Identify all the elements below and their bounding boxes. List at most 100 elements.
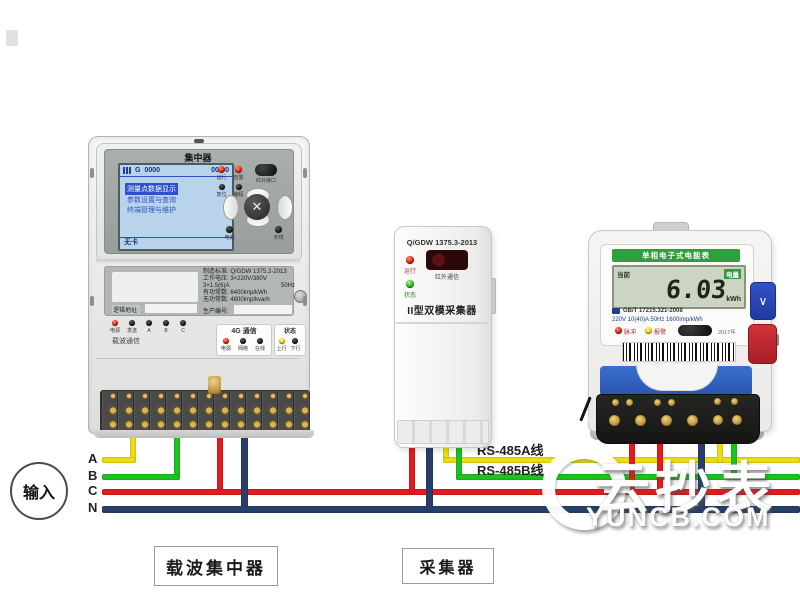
- wire-n-vertical: [241, 420, 248, 511]
- barcode: [622, 342, 736, 362]
- trip-button[interactable]: [748, 324, 777, 364]
- side-clip-right-top: [303, 168, 307, 178]
- nameplate-line3: 3×1.5(6)A 50Hz: [203, 283, 295, 289]
- meter-standard-row: GB/T 17215.321-2008: [612, 308, 742, 314]
- terminal-screw-large: [732, 415, 742, 425]
- wire-c-vertical: [217, 420, 223, 494]
- corner-mark: [6, 30, 18, 46]
- comm-4g-label: 4G 通信: [231, 328, 257, 335]
- rs485b-vertical: [456, 430, 462, 480]
- carrier-led-a: [146, 320, 152, 326]
- lcd-right-label: 电量: [724, 269, 741, 279]
- nameplate-text: 制造标准: Q/GDW 1375.2-2013 工作电压: 3×220V/380…: [203, 269, 295, 304]
- nameplate-line2: 工作电压: 3×220V/380V: [203, 276, 267, 282]
- mini-led-down-label: 下行: [290, 346, 301, 352]
- terminal-screw: [612, 399, 619, 406]
- g4-led-power-label: 电源: [220, 346, 231, 352]
- side-clip-left-bottom: [90, 296, 94, 306]
- wire-c-bus: [102, 489, 800, 495]
- carrier-led-a-label: A: [147, 328, 151, 334]
- phase-a-label: A: [88, 451, 98, 466]
- nameplate-line4: 有功常数: 6400imp/kWh: [203, 290, 268, 296]
- meter-wire-c2: [657, 418, 663, 494]
- reset-button[interactable]: [219, 184, 225, 190]
- carrier-led-b-label: B: [164, 328, 168, 334]
- serial-box: [234, 305, 292, 314]
- meter-alarm-label: 报警: [654, 330, 667, 336]
- concentrator-title: 集中器: [184, 153, 212, 163]
- collector-standard: Q/GDW 1375.3-2013: [406, 238, 478, 247]
- g4-led-net: [240, 338, 246, 344]
- terminal-screw-large: [713, 415, 723, 425]
- mini-led-up: [279, 338, 285, 344]
- nav-ok-button[interactable]: ✕: [244, 194, 270, 220]
- program-button-label: 编程: [233, 192, 244, 198]
- pulse-led-label: 脉冲: [624, 330, 637, 336]
- carrier-comm-label: 载波通信: [112, 338, 140, 345]
- antenna-dot: [275, 226, 282, 233]
- concentrator-base: [94, 430, 314, 438]
- wire-a-vertical: [130, 420, 136, 462]
- collector-seam: [396, 322, 488, 324]
- screen-menu-item3[interactable]: 终端管理与维护: [127, 207, 176, 214]
- collector-run-led: [406, 256, 414, 264]
- logic-address-box: [145, 304, 197, 313]
- screen-menu-selected[interactable]: 测量点数据显示: [125, 183, 178, 195]
- terminal-screw-large: [687, 415, 698, 426]
- program-button[interactable]: [236, 184, 242, 190]
- meter-lcd: 当前 电量 6.03 kWh: [612, 265, 746, 309]
- collector-tag-label: 采集器: [419, 560, 477, 577]
- pulse-led: [615, 327, 622, 334]
- concentrator-tag-label: 载波集中器: [166, 558, 266, 578]
- carrier-led-tx: [129, 320, 135, 326]
- meter-wire-n: [698, 416, 705, 511]
- wire-b-horizontal: [102, 474, 180, 480]
- carrier-led-c-label: C: [181, 328, 185, 334]
- nav-right-button[interactable]: [277, 195, 293, 220]
- meter-year: 2017年: [718, 330, 736, 336]
- concentrator-tag: 载波集中器: [154, 546, 278, 586]
- reset-button-label: 复位: [216, 192, 227, 198]
- nameplate-window: [112, 272, 198, 302]
- carrier-led-b: [163, 320, 169, 326]
- collector-status-led: [406, 280, 414, 288]
- input-label: 输入: [22, 485, 55, 502]
- alarm-yellow-led: [645, 327, 652, 334]
- terminal-screw: [714, 398, 721, 405]
- battery-dot-label: 电池: [224, 235, 235, 241]
- meter-tongue: [636, 364, 718, 391]
- meter-ir-window: [678, 325, 712, 336]
- collector-mount-plate: [397, 420, 489, 444]
- meter-wire-c1: [629, 418, 635, 494]
- screen-footer: 无卡: [124, 239, 138, 246]
- rs485b-label: RS-485B线: [477, 463, 544, 478]
- run-led-label: 运行: [216, 175, 227, 181]
- nav-left-button[interactable]: [223, 195, 239, 220]
- body-seam-line: [96, 358, 300, 359]
- terminal-screw: [654, 399, 661, 406]
- meter-standard: GB/T 17215.321-2008: [623, 308, 683, 314]
- nameplate-line1: 制造标准: Q/GDW 1375.2-2013: [203, 269, 287, 275]
- phase-b-label: B: [88, 468, 98, 483]
- mini-led-down: [292, 338, 298, 344]
- antenna-dot-label: 天线: [273, 235, 284, 241]
- side-clip-left-top: [90, 168, 94, 178]
- g4-led-power: [223, 338, 229, 344]
- phase-n-label: N: [88, 500, 98, 515]
- g4-led-online-label: 在线: [254, 346, 265, 352]
- g4-led-online: [257, 338, 263, 344]
- lcd-left-label: 当前: [617, 272, 630, 279]
- display-button[interactable]: ∨: [750, 282, 776, 320]
- collector-ir-label: 红外通信: [434, 275, 459, 281]
- nav-ok-icon: ✕: [251, 199, 263, 214]
- wire-a-horizontal: [102, 457, 136, 463]
- meter-title-bar: 单相电子式电能表: [612, 249, 740, 262]
- wire-n-bus: [102, 506, 800, 513]
- phase-c-label: C: [88, 483, 98, 498]
- screen-menu-item2[interactable]: 参数设置与查询: [127, 197, 176, 204]
- antenna-connector: [208, 376, 221, 394]
- collector-run-label: 运行: [403, 269, 416, 275]
- terminal-screw-large: [661, 415, 672, 426]
- alarm-led-label: 告警: [233, 175, 244, 181]
